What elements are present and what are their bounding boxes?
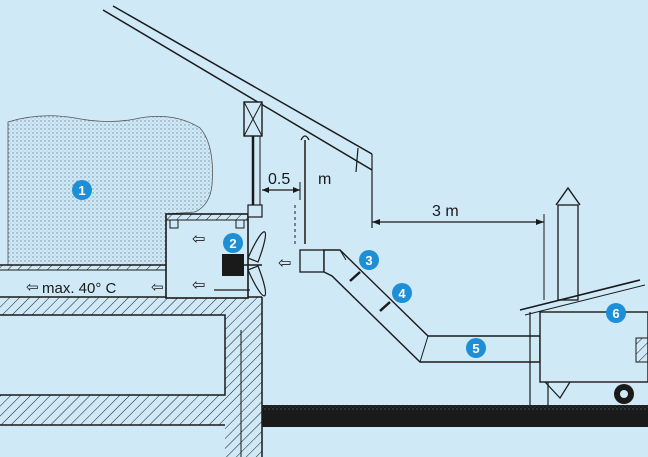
- svg-text:⇦: ⇦: [192, 231, 205, 248]
- dimension-wall-distance: [262, 182, 301, 245]
- svg-text:⇦: ⇦: [192, 277, 205, 294]
- max-temperature-label: max. 40° C: [42, 280, 117, 297]
- fan-unit: ⇦ ⇦: [165, 204, 267, 299]
- heater-unit: [519, 186, 648, 405]
- svg-text:4: 4: [398, 286, 406, 301]
- svg-text:1: 1: [78, 183, 85, 198]
- svg-text:2: 2: [229, 236, 236, 251]
- marker-4: 4: [392, 283, 412, 303]
- svg-text:⇦: ⇦: [151, 279, 164, 296]
- svg-text:⇦: ⇦: [278, 255, 291, 272]
- marker-2: 2: [223, 233, 243, 253]
- air-duct: ⇦: [278, 249, 541, 363]
- dimension-value-3m: 3 m: [432, 203, 459, 220]
- svg-text:⇦: ⇦: [26, 279, 39, 296]
- marker-3: 3: [359, 250, 379, 270]
- svg-text:6: 6: [612, 306, 619, 321]
- marker-1: 1: [72, 180, 92, 200]
- svg-text:5: 5: [472, 341, 479, 356]
- hay-stack: [7, 115, 213, 266]
- air-channel: ⇦ ⇦: [0, 264, 181, 297]
- svg-text:3: 3: [365, 253, 372, 268]
- roof-and-wall: [102, 5, 373, 244]
- marker-6: 6: [606, 303, 626, 323]
- dimension-heater-distance: [372, 214, 545, 300]
- marker-5: 5: [466, 338, 486, 358]
- dimension-value-0-5: 0.5: [268, 171, 290, 188]
- dimension-unit-m: m: [318, 171, 331, 188]
